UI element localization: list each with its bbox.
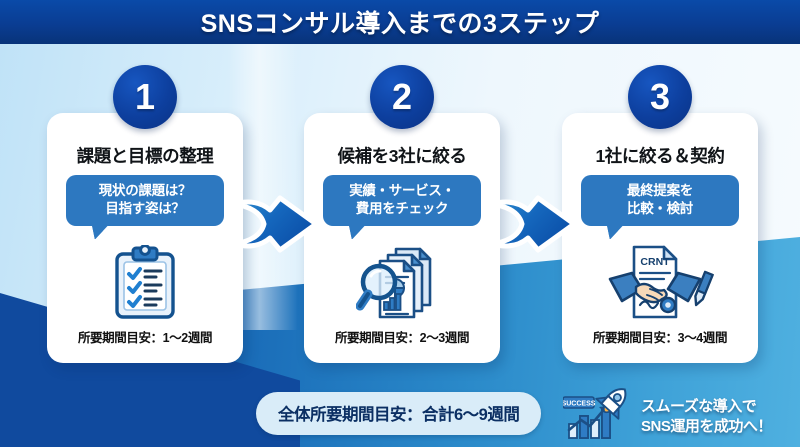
svg-text:SUCCESS: SUCCESS bbox=[563, 401, 596, 408]
header-bar: SNSコンサル導入までの3ステップ bbox=[0, 0, 800, 44]
step-icon-area-2 bbox=[304, 246, 500, 324]
step-card-2: 2 候補を3社に絞る 実績・サービス・ 費用をチェック bbox=[304, 65, 500, 363]
step-number-1: 1 bbox=[134, 76, 156, 117]
tagline-line2: SNS運用を成功へ！ bbox=[641, 417, 772, 435]
step-duration-2: 所要期間目安：2〜3週間 bbox=[334, 331, 470, 345]
step-number-badge-2: 2 bbox=[370, 65, 434, 129]
step-bubble-1: 現状の課題は？ 目指す姿は？ bbox=[66, 175, 224, 227]
step-bubble-1-line1: 現状の課題は？ bbox=[98, 183, 192, 198]
step-number-3: 3 bbox=[649, 76, 671, 117]
step-card-1: 1 課題と目標の整理 現状の課題は？ 目指す姿は？ bbox=[47, 65, 243, 363]
arrow-step1-to-step2 bbox=[231, 186, 324, 272]
total-duration-pill: 全体所要期間目安：合計6〜9週間 bbox=[256, 392, 542, 435]
contract-label: CRNT bbox=[640, 256, 670, 268]
step-bubble-1-line2: 目指す姿は？ bbox=[105, 201, 185, 217]
step-number-2: 2 bbox=[391, 76, 413, 117]
tagline-group: SUCCESS スムーズな導入で SNS運用を成功へ！ bbox=[562, 386, 772, 447]
step-title-1: 課題と目標の整理 bbox=[76, 146, 214, 166]
tagline-line1: スムーズな導入で bbox=[641, 398, 757, 415]
step-bubble-2-line2: 費用をチェック bbox=[355, 201, 449, 217]
tagline-text: スムーズな導入で SNS運用を成功へ！ bbox=[641, 397, 772, 436]
step-bubble-3: 最終提案を 比較・検討 bbox=[581, 175, 739, 227]
step-icon-area-3: CRNT bbox=[562, 245, 758, 324]
step-bubble-2: 実績・サービス・ 費用をチェック bbox=[323, 175, 481, 227]
step-bubble-2-line1: 実績・サービス・ bbox=[349, 183, 455, 198]
success-label-bubble: SUCCESS bbox=[562, 396, 596, 409]
contract-handshake-icon: CRNT bbox=[606, 243, 714, 328]
step-number-badge-3: 3 bbox=[628, 65, 692, 129]
page-title: SNSコンサル導入までの3ステップ bbox=[200, 10, 600, 38]
arrow-step2-to-step3 bbox=[489, 186, 582, 272]
clipboard-checklist-icon bbox=[112, 243, 178, 326]
step-duration-3: 所要期間目安：3〜4週間 bbox=[592, 331, 728, 345]
step-bubble-3-line2: 比較・検討 bbox=[627, 201, 693, 217]
step-icon-area-1 bbox=[47, 243, 243, 326]
step-title-3: 1社に絞る＆契約 bbox=[595, 146, 725, 166]
step-bubble-3-line1: 最終提案を bbox=[627, 183, 693, 198]
step-duration-1: 所要期間目安：1〜2週間 bbox=[77, 331, 213, 345]
success-rocket-icon: SUCCESS bbox=[562, 386, 635, 447]
step-card-3: 3 1社に絞る＆契約 最終提案を 比較・検討 CRNT bbox=[562, 65, 758, 363]
documents-magnifier-icon bbox=[355, 244, 448, 327]
step-number-badge-1: 1 bbox=[113, 65, 177, 129]
step-title-2: 候補を3社に絞る bbox=[337, 146, 467, 166]
